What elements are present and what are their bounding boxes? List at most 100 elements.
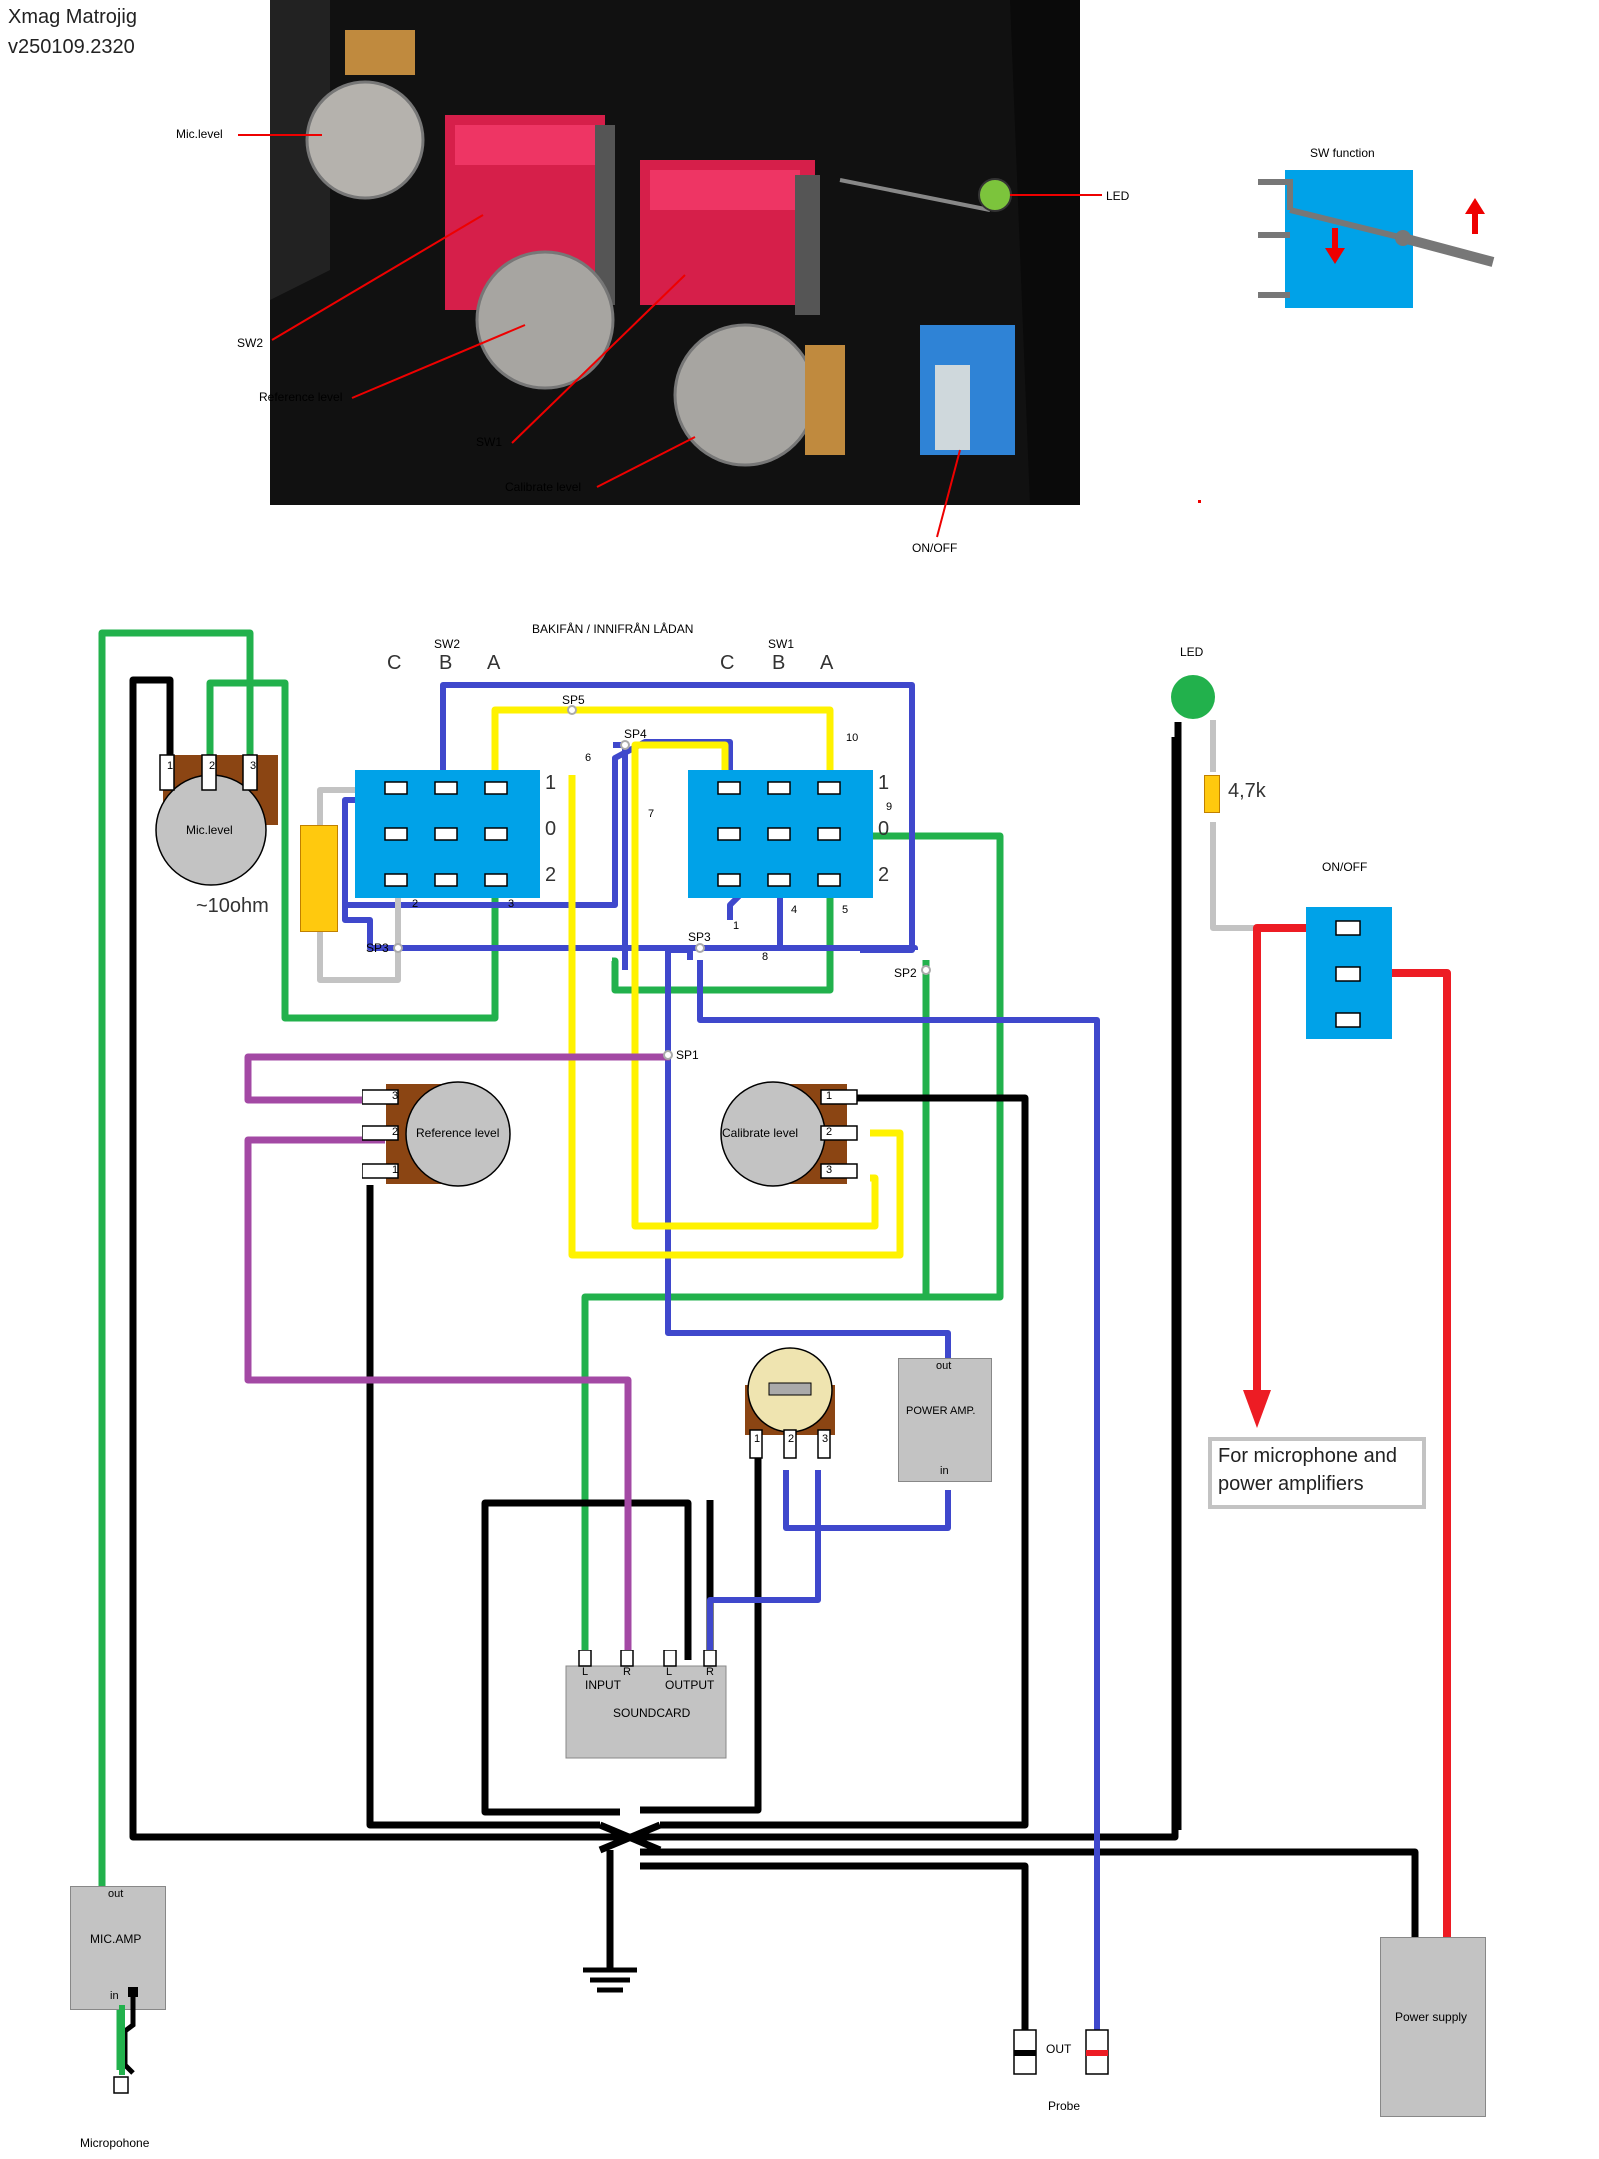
- soundcard-box: [565, 1650, 727, 1759]
- arrow-up-icon: [1465, 198, 1485, 234]
- power-supply-box: [1380, 1937, 1486, 2117]
- sw2-col-a: A: [487, 652, 501, 674]
- schematic-header: BAKIFÅN / INNIFRÅN LÅDAN: [532, 622, 694, 636]
- probe-label: Probe: [1048, 2099, 1081, 2113]
- mic-level-label: Mic.level: [186, 823, 233, 837]
- mic-level-pin-2: 2: [209, 760, 216, 772]
- photo-label-reference-level: Reference level: [259, 390, 343, 404]
- wire-number: 6: [585, 752, 592, 764]
- soundcard-output-label: OUTPUT: [665, 1678, 715, 1692]
- photo-label-calibrate-level: Calibrate level: [505, 480, 582, 494]
- mic-amp-in: in: [110, 1990, 119, 2002]
- supply-note-line2: power amplifiers: [1218, 1473, 1364, 1495]
- mic-amp-label: MIC.AMP: [90, 1932, 142, 1946]
- led-label: LED: [1180, 645, 1204, 659]
- calibrate-level-label: Calibrate level: [722, 1126, 799, 1140]
- soundcard-input-l: L: [582, 1666, 589, 1678]
- resistor-10ohm-label: ~10ohm: [196, 895, 269, 917]
- supply-note-line1: For microphone and: [1218, 1445, 1397, 1467]
- power-supply-label: Power supply: [1395, 2010, 1468, 2024]
- reference-level-pin-3: 3: [392, 1090, 399, 1102]
- soundcard-output-r: R: [706, 1666, 714, 1678]
- soundcard-label: SOUNDCARD: [613, 1706, 691, 1720]
- mic-amp-box: [70, 1886, 166, 2010]
- photo-sw1: [640, 160, 820, 315]
- sp5-label: SP5: [562, 693, 585, 707]
- power-amp-label: POWER AMP.: [906, 1405, 976, 1417]
- sw1-switch: [688, 770, 873, 898]
- trimmer-pot: [745, 1347, 835, 1459]
- on-off-switch: [1306, 907, 1392, 1039]
- sw1-row-0: 0: [878, 818, 890, 840]
- reference-level-label: Reference level: [416, 1126, 500, 1140]
- wire-number: 1: [733, 920, 740, 932]
- wire-number: 4: [791, 904, 798, 916]
- mic-amp-out: out: [108, 1888, 124, 1900]
- photo-label-led: LED: [1106, 189, 1130, 203]
- sp2-label: SP2: [894, 966, 917, 980]
- sw1-col-a: A: [820, 652, 834, 674]
- power-amp-in: in: [940, 1465, 949, 1477]
- arrow-down-red-icon: [1243, 1390, 1271, 1428]
- sw2-switch: [355, 770, 540, 898]
- mic-level-pin-1: 1: [167, 760, 174, 772]
- microphone-icon: [113, 1987, 138, 2094]
- soundcard-output-l: L: [666, 1666, 673, 1678]
- photo-label-sw1: SW1: [476, 435, 503, 449]
- sw1-row-2: 2: [878, 864, 890, 886]
- supply-note-box: For microphone and power amplifiers: [1208, 1437, 1426, 1509]
- sw-function-title: SW function: [1310, 146, 1375, 160]
- panel-photo: [238, 0, 1201, 538]
- sw1-title: SW1: [768, 637, 795, 651]
- trimmer-pin-1: 1: [754, 1433, 761, 1445]
- sw2-row-1: 1: [545, 772, 557, 794]
- sp4-label: SP4: [624, 727, 647, 741]
- mic-level-pot: [155, 754, 278, 886]
- led-indicator: [1171, 675, 1215, 719]
- calibrate-level-pin-1: 1: [826, 1090, 833, 1102]
- wire-number: 9: [886, 801, 893, 813]
- led-resistor-label: 4,7k: [1228, 780, 1266, 802]
- trimmer-pin-2: 2: [788, 1433, 795, 1445]
- calibrate-level-pin-3: 3: [826, 1164, 833, 1176]
- header-version: v250109.2320: [8, 36, 135, 58]
- wire-number: 10: [846, 732, 859, 744]
- probe-out-label: OUT: [1046, 2042, 1072, 2056]
- sp3b-label: SP3: [688, 930, 711, 944]
- photo-cal-pot: [673, 323, 845, 467]
- photo-label-mic-level: Mic.level: [176, 127, 223, 141]
- reference-level-pin-1: 1: [392, 1164, 399, 1176]
- power-amp-box: [898, 1358, 992, 1482]
- calibrate-level-pot: [720, 1081, 858, 1187]
- on-off-label: ON/OFF: [1322, 860, 1368, 874]
- probe-connectors: [1013, 2029, 1109, 2075]
- wire-number: 2: [412, 898, 419, 910]
- photo-mic-pot: [305, 30, 425, 200]
- sw2-row-2: 2: [545, 864, 557, 886]
- sw2-row-0: 0: [545, 818, 557, 840]
- wire-number: 7: [648, 808, 655, 820]
- arrow-down-icon: [1325, 228, 1345, 264]
- sw1-row-1: 1: [878, 772, 890, 794]
- photo-label-on-off: ON/OFF: [912, 541, 958, 555]
- photo-label-sw2: SW2: [237, 336, 264, 350]
- power-amp-out: out: [936, 1360, 952, 1372]
- reference-level-pot: [362, 1081, 511, 1187]
- wire-number: 8: [762, 951, 769, 963]
- sw1-col-c: C: [720, 652, 735, 674]
- sw2-col-c: C: [387, 652, 402, 674]
- sp1-label: SP1: [676, 1048, 699, 1062]
- soundcard-input-label: INPUT: [585, 1678, 621, 1692]
- microphone-label: Micropohone: [80, 2136, 150, 2150]
- wire-number: 5: [842, 904, 849, 916]
- trimmer-pin-3: 3: [822, 1433, 829, 1445]
- sw-function-diagram: [1258, 170, 1495, 308]
- sp3a-label: SP3: [366, 941, 389, 955]
- header-title: Xmag Matrojig: [8, 6, 137, 28]
- soundcard-input-r: R: [623, 1666, 631, 1678]
- ground-icon: [583, 1967, 637, 1993]
- sw2-col-b: B: [439, 652, 453, 674]
- sw1-col-b: B: [772, 652, 786, 674]
- reference-level-pin-2: 2: [392, 1126, 399, 1138]
- photo-onoff: [920, 325, 1015, 455]
